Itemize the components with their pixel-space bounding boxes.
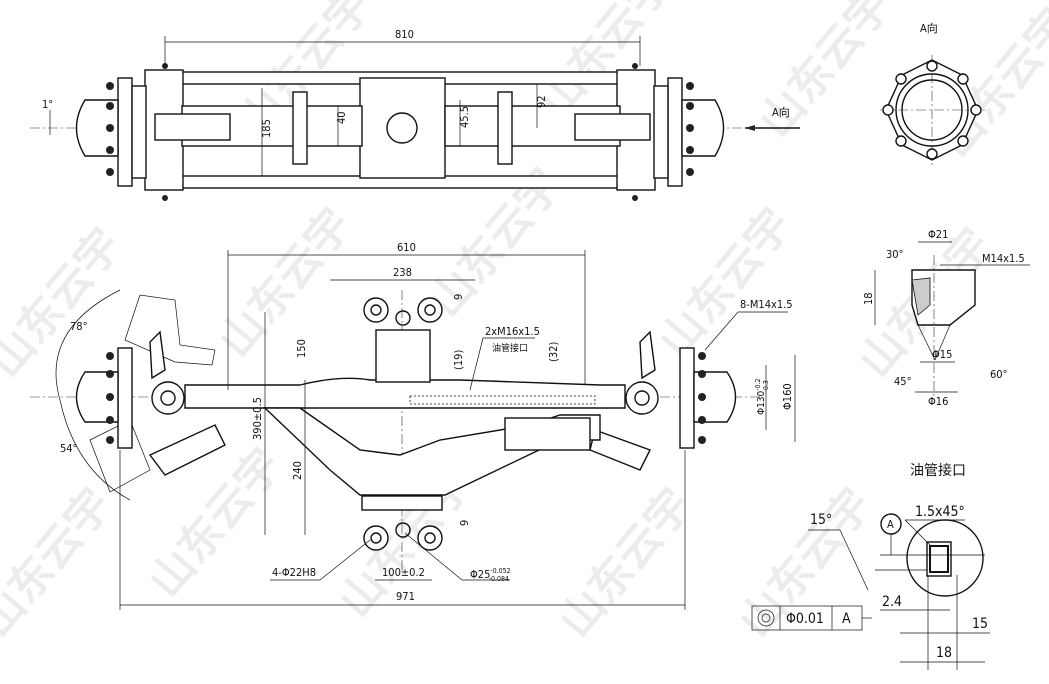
dim-240: 240	[291, 461, 304, 480]
dim-45-5: 45.5	[458, 106, 471, 128]
dia-15: Φ15	[932, 348, 952, 361]
dim-100: 100±0.2	[382, 566, 425, 579]
dia-16: Φ16	[928, 395, 948, 408]
a-view: A向	[880, 21, 985, 165]
dia-160: Φ160	[781, 383, 794, 410]
oil-port-title: 油管接口	[910, 462, 966, 479]
tolerance-value: Φ0.01	[786, 611, 824, 627]
dim-angle-1: 1°	[42, 98, 53, 111]
dim-40: 40	[335, 111, 348, 124]
tolerance-datum: A	[842, 611, 851, 627]
svg-text:山东云宇: 山东云宇	[0, 219, 132, 387]
dim-150: 150	[295, 339, 308, 358]
dim-19: (19)	[452, 350, 465, 370]
concentricity-icon	[757, 609, 775, 627]
dim-9-bottom: 9	[458, 520, 471, 526]
datum-a-label: A	[887, 518, 894, 531]
oil-port-detail: 油管接口 A 15° 1.5x45° 2.4 Φ0.01 A 15 18	[751, 462, 990, 670]
svg-text:Φ25-0.052-0.084: Φ25-0.052-0.084	[470, 567, 511, 583]
chamfer-callout: 1.5x45°	[915, 504, 965, 520]
dia-130-tol-lower: -0.3	[762, 380, 770, 392]
dim-810: 810	[395, 28, 414, 41]
dia-25-tol-lower: -0.084	[489, 575, 509, 583]
dim-92: 92	[535, 95, 548, 108]
dim-238: 238	[393, 266, 412, 279]
svg-text:山东云宇: 山东云宇	[209, 199, 361, 367]
dia-21: Φ21	[928, 228, 948, 241]
a-view-title: A向	[920, 21, 938, 35]
top-view: 810 1° 185 40 45.5 92 A向	[30, 28, 800, 201]
dim-185: 185	[260, 119, 273, 138]
svg-text:山东云宇: 山东云宇	[549, 479, 701, 647]
dia-25: Φ25	[470, 568, 490, 581]
bolt-detail: Φ21 M14x1.5 30° 18 Φ15 45° 60° Φ16	[862, 228, 1030, 408]
hole-callout: 4-Φ22H8	[272, 566, 316, 579]
angle-54: 54°	[60, 442, 78, 455]
dim-971: 971	[396, 590, 415, 603]
angle-78: 78°	[70, 320, 88, 333]
bolt-callout: 8-M14x1.5	[740, 298, 793, 311]
dim-15: 15	[972, 616, 988, 632]
dim-18: 18	[862, 292, 875, 305]
dim-610: 610	[397, 241, 416, 254]
dim-2-4: 2.4	[882, 594, 902, 610]
dim-390: 390±0.5	[251, 397, 264, 440]
angle-30: 30°	[886, 248, 904, 261]
front-view: 610 238 9 150 390±0.5 240 2xM16x1.5 油管接口…	[30, 241, 796, 610]
thread-m14: M14x1.5	[982, 252, 1025, 265]
angle-15: 15°	[810, 512, 832, 528]
angle-45: 45°	[894, 375, 912, 388]
dim-9-top: 9	[452, 294, 465, 300]
view-direction-label: A向	[772, 105, 790, 119]
svg-text:山东云宇: 山东云宇	[749, 0, 901, 147]
svg-text:山东云宇: 山东云宇	[0, 479, 122, 647]
dim-18: 18	[936, 645, 952, 661]
svg-text:山东云宇: 山东云宇	[649, 199, 801, 367]
dim-32: (32)	[547, 342, 560, 362]
thread-callout: 2xM16x1.5	[485, 325, 540, 338]
dia-130: Φ130	[756, 390, 767, 415]
svg-text:Φ130-0.2-0.3: Φ130-0.2-0.3	[754, 378, 770, 415]
oil-port-label: 油管接口	[492, 342, 528, 354]
geometric-tolerance-frame: Φ0.01 A	[751, 605, 872, 631]
angle-60: 60°	[990, 368, 1008, 381]
dia-130-tol-upper: -0.2	[754, 378, 762, 390]
dia-25-tol-upper: -0.052	[490, 567, 510, 575]
